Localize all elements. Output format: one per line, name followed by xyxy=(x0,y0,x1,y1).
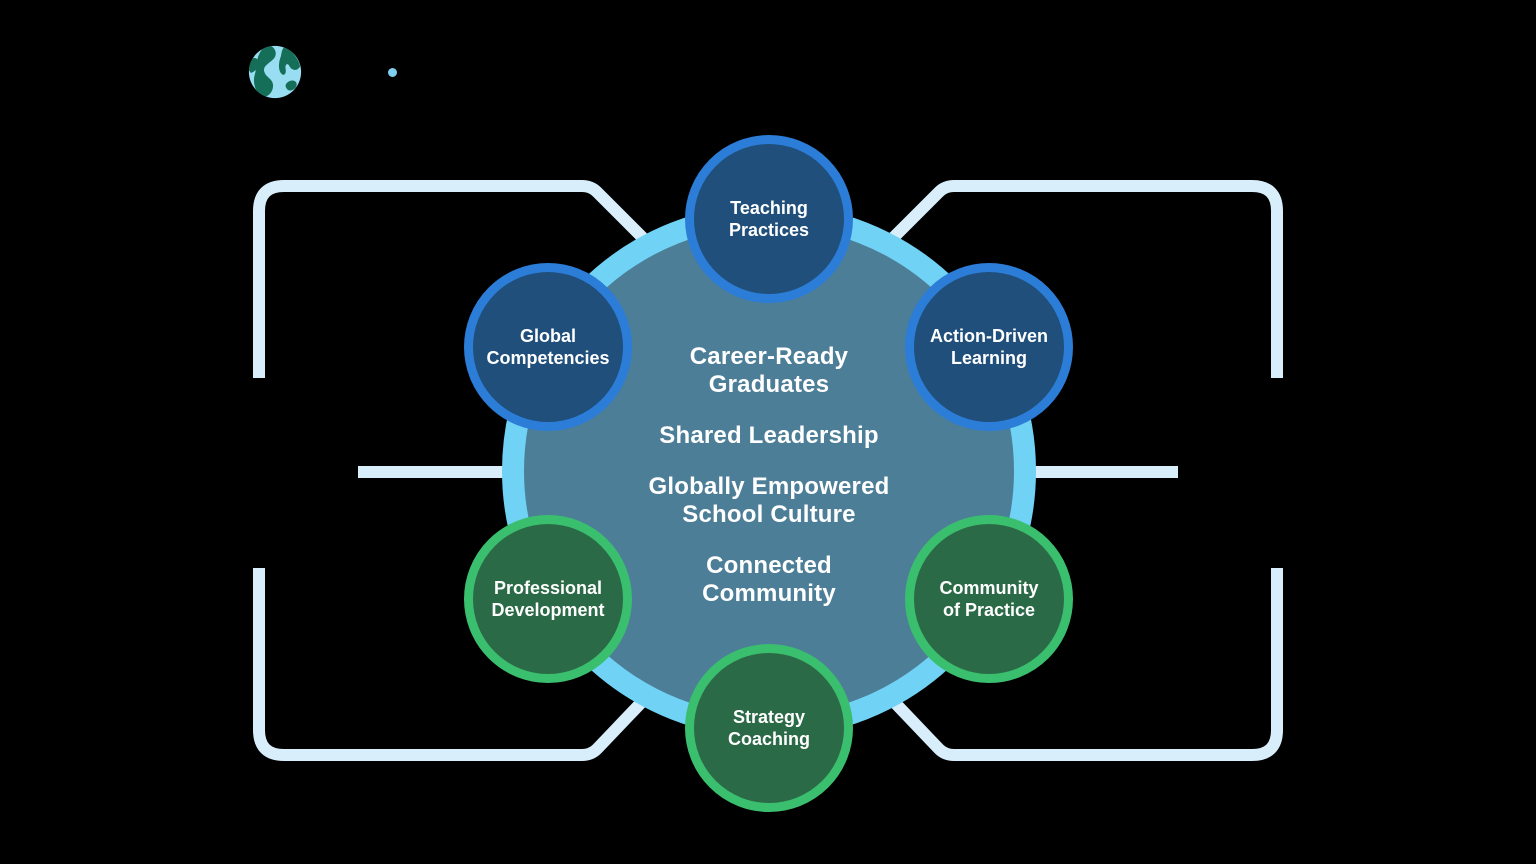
satellite-label: of Practice xyxy=(942,600,1036,620)
hub-text-line: School Culture xyxy=(682,500,856,528)
globe-icon xyxy=(248,45,302,99)
satellite-label: Development xyxy=(491,600,605,620)
dot-icon xyxy=(388,68,397,77)
hub-text-line: Graduates xyxy=(708,370,830,398)
hub-text-line: Connected xyxy=(706,551,832,579)
hub-text-line: Globally Empowered xyxy=(648,472,890,500)
satellite-label: Coaching xyxy=(727,729,810,749)
hub-item-shared-leadership: Shared Leadership xyxy=(659,422,878,450)
satellite-label: Professional xyxy=(493,578,603,598)
connector-top-left xyxy=(253,180,668,378)
connector-bottom-right xyxy=(872,568,1283,761)
satellite-label: Global xyxy=(519,326,576,346)
satellite-label: Practices xyxy=(728,220,810,240)
satellite-global-competencies: Global Competencies xyxy=(464,263,632,431)
satellite-label: Learning xyxy=(950,348,1027,368)
satellite-professional-development: Professional Development xyxy=(464,515,632,683)
satellite-action-driven-learning: Action-Driven Learning xyxy=(905,263,1073,431)
connector-top-right xyxy=(868,180,1283,378)
satellite-label: Community xyxy=(939,578,1039,598)
hub-text-line: Community xyxy=(702,579,836,607)
hub-text-line: Career-Ready xyxy=(689,342,849,370)
satellite-teaching-practices: Teaching Practices xyxy=(685,135,853,303)
hub-item-career-ready-graduates: Career-Ready Graduates xyxy=(690,343,848,399)
satellite-label: Teaching xyxy=(730,198,808,218)
satellite-label: Competencies xyxy=(486,348,610,368)
hub-item-connected-community: Connected Community xyxy=(702,552,836,608)
connector-bottom-left xyxy=(253,568,664,761)
satellite-community-of-practice: Community of Practice xyxy=(905,515,1073,683)
satellite-label: Strategy xyxy=(732,707,806,727)
satellite-strategy-coaching: Strategy Coaching xyxy=(685,644,853,812)
satellite-label: Action-Driven xyxy=(929,326,1048,346)
hub-item-globally-empowered-school-culture: Globally Empowered School Culture xyxy=(649,473,890,529)
hub-text-line: Shared Leadership xyxy=(659,421,879,449)
